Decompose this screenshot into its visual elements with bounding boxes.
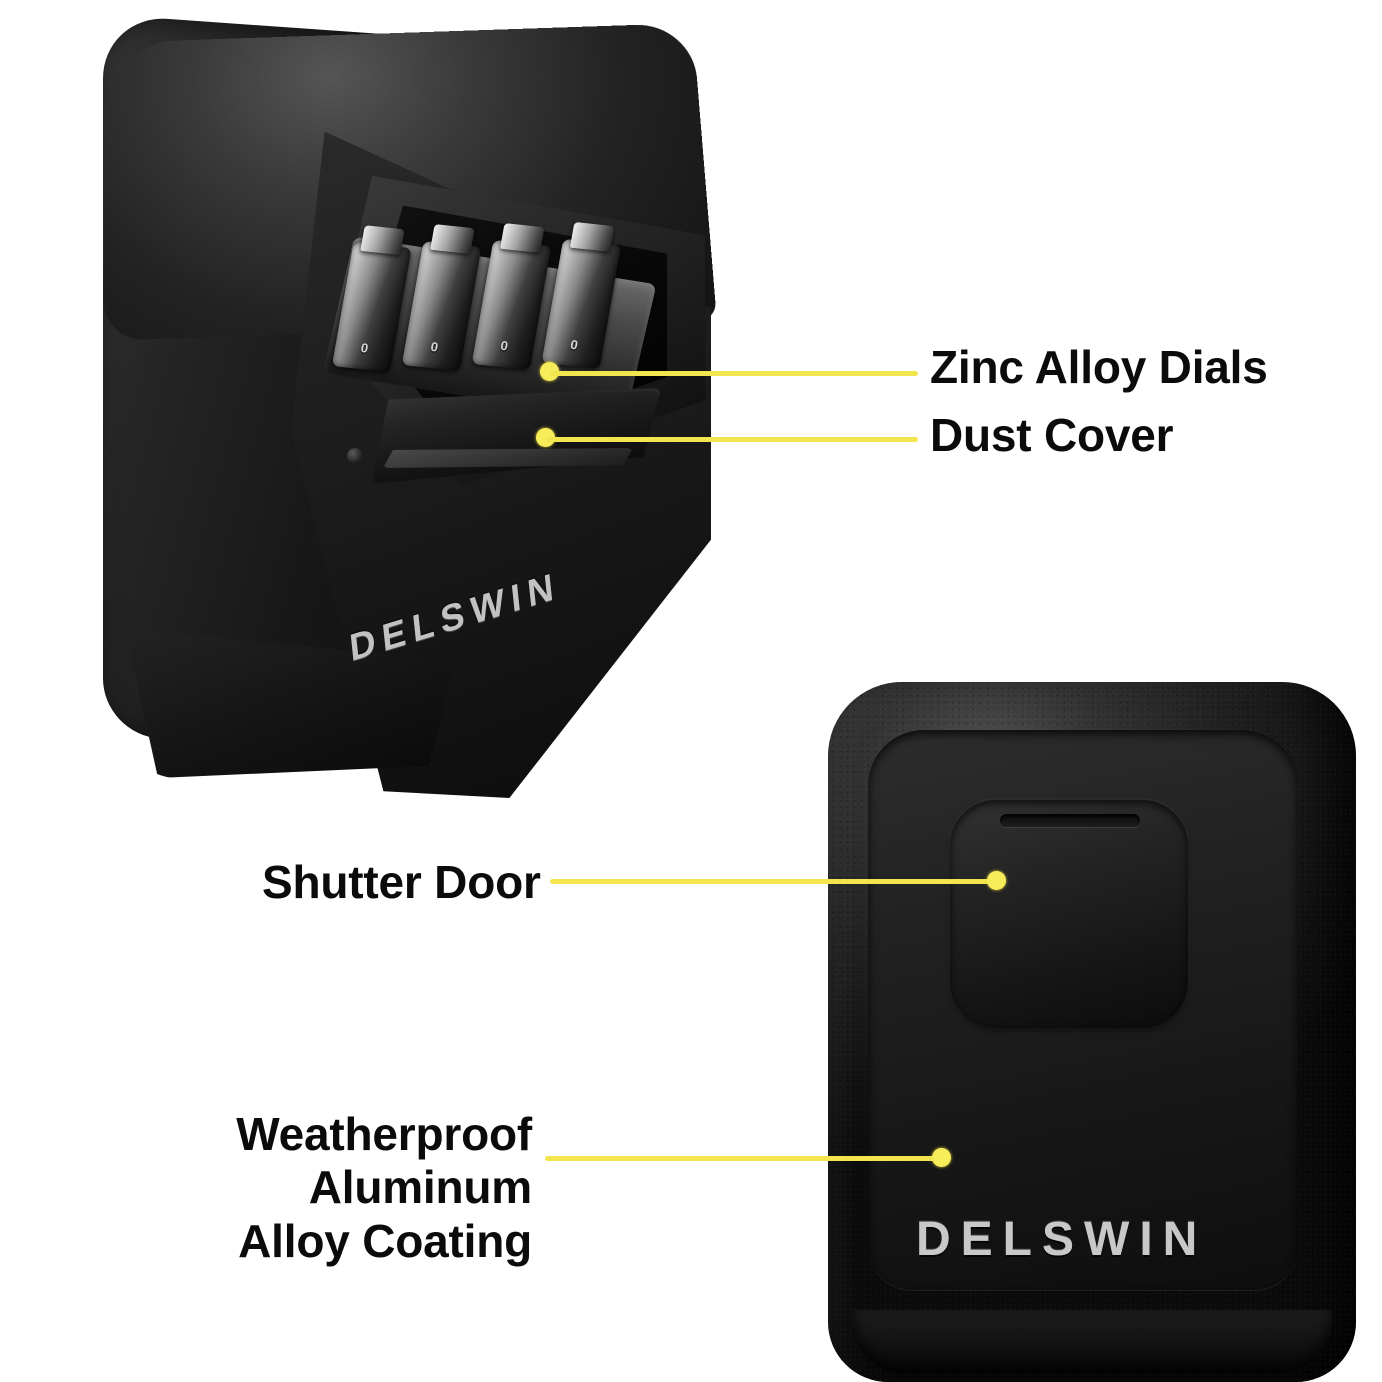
callout-dot-shutter-door (987, 871, 1006, 890)
dial-digit: 0 (499, 337, 510, 354)
callout-label-zinc-alloy-dials: Zinc Alloy Dials (930, 341, 1268, 393)
callout-leader-line-weatherproof-coating (545, 1156, 940, 1161)
callout-label-line-1: Weatherproof Aluminum (236, 1108, 532, 1214)
callout-label-weatherproof-coating: Weatherproof Aluminum Alloy Coating (22, 1108, 532, 1268)
callout-leader-line-dust-cover (546, 437, 918, 442)
callout-leader-line-zinc-alloy-dials (550, 371, 918, 376)
dial-digit: 0 (569, 336, 580, 353)
dial-thumb-tab (430, 224, 475, 254)
callout-dot-dust-cover (536, 428, 555, 447)
callout-leader-line-shutter-door (550, 879, 995, 884)
lockbox-bottom-lip (852, 1310, 1332, 1374)
product-lockbox-open-angled: 0 0 0 0 DELSWIN (95, 8, 735, 798)
dust-cover-lip (383, 448, 633, 468)
dial-thumb-tab (500, 223, 545, 253)
dial-digit: 0 (429, 339, 440, 355)
dial-digit: 0 (359, 340, 370, 356)
product-lockbox-front-closed: DELSWIN (828, 682, 1356, 1382)
dial-thumb-tab (569, 221, 615, 252)
callout-dot-zinc-alloy-dials (540, 362, 559, 381)
brand-logo-embossed-bottom: DELSWIN (916, 1213, 1208, 1266)
shutter-door[interactable] (950, 800, 1188, 1028)
shutter-grip-slot (1000, 814, 1140, 827)
callout-label-dust-cover: Dust Cover (930, 409, 1174, 461)
dial-thumb-tab (360, 225, 405, 256)
callout-label-shutter-door: Shutter Door (262, 856, 541, 908)
callout-label-line-2: Alloy Coating (238, 1214, 532, 1267)
callout-dot-weatherproof-coating (932, 1148, 951, 1167)
screw-icon (347, 448, 363, 464)
